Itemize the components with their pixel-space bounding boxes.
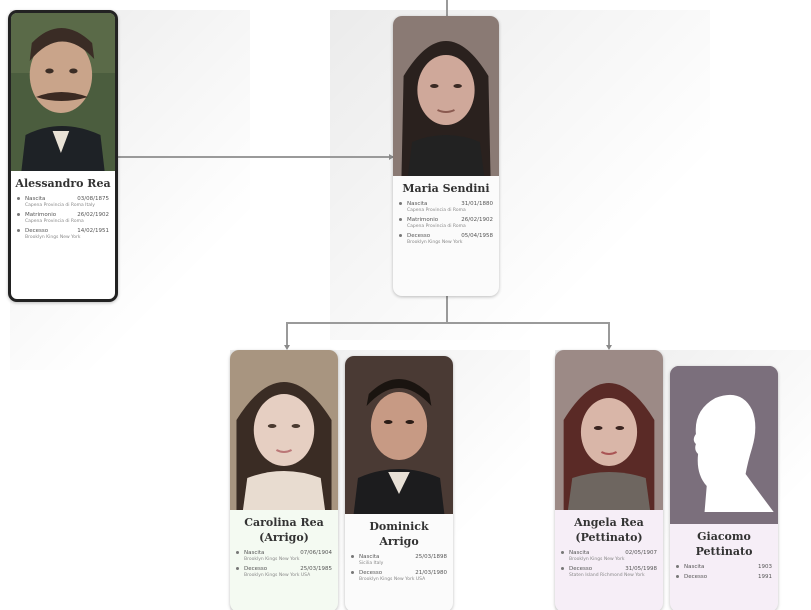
person-name: Carolina Rea (Arrigo) (244, 516, 324, 544)
spouse-connector-arrow (389, 154, 394, 160)
silhouette-placeholder-icon (670, 366, 778, 524)
portrait-photo (11, 13, 115, 171)
top-edge-line (446, 0, 448, 16)
child-angela-line (608, 322, 610, 348)
person-name: Alessandro Rea (15, 177, 111, 190)
portrait-photo (345, 356, 453, 514)
children-horizontal-line (286, 322, 610, 324)
child-carolina-line (286, 322, 288, 348)
person-name: Giacomo Pettinato (695, 530, 753, 558)
portrait-photo (393, 16, 499, 176)
child-carolina-arrow (284, 345, 290, 350)
person-name: Maria Sendini (402, 182, 490, 195)
child-angela-arrow (606, 345, 612, 350)
portrait-photo (555, 350, 663, 510)
portrait-photo (230, 350, 338, 510)
children-drop-line (446, 295, 448, 323)
spouse-connector-line (118, 156, 394, 158)
person-name: Dominick Arrigo (369, 520, 429, 548)
person-name: Angela Rea (Pettinato) (574, 516, 644, 544)
